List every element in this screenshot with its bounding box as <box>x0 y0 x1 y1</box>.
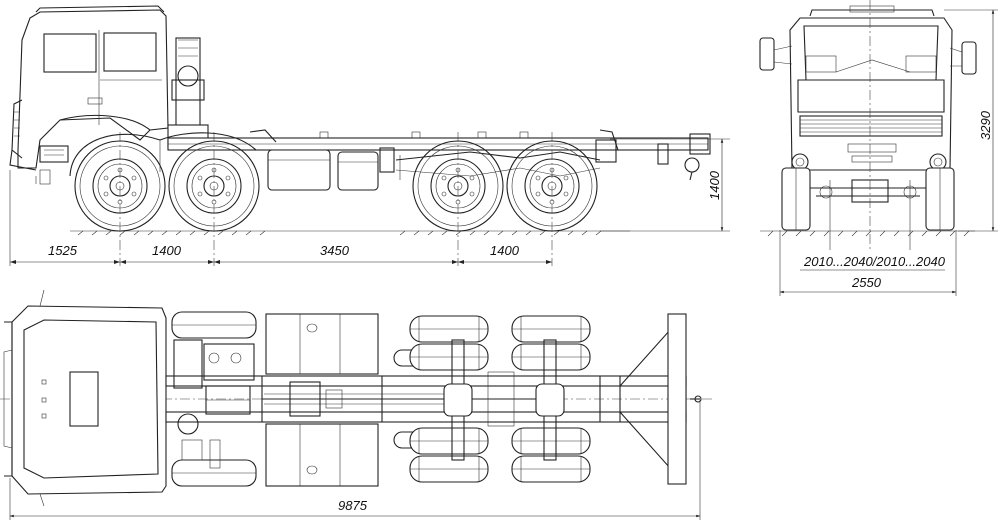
dimension-frame-height: 1400 <box>707 170 722 200</box>
cab-top <box>3 289 167 507</box>
fuel-tank <box>267 147 395 191</box>
dimension-overall-width: 2550 <box>851 275 882 290</box>
dimension-wheelbase: 3450 <box>320 243 350 258</box>
dimension-rear-axle-gap: 1400 <box>490 243 520 258</box>
top-view: 9875 <box>0 289 715 520</box>
side-view: 1525 1400 3450 1400 1400 <box>9 5 730 266</box>
chassis-frame <box>167 129 711 181</box>
dimension-front-axle-gap: 1400 <box>152 243 182 258</box>
cab <box>9 5 169 185</box>
dimension-front-overhang: 1525 <box>48 243 78 258</box>
air-intake <box>167 37 209 148</box>
ground-line <box>70 230 630 236</box>
axle-centerlines <box>9 132 553 266</box>
front-view: 2010...2040/2010...2040 2550 3290 <box>759 0 998 296</box>
right-mirror-icon <box>961 41 977 75</box>
left-mirror-icon <box>759 37 775 71</box>
frame-height-dimension <box>600 138 730 232</box>
dimension-track: 2010...2040/2010...2040 <box>803 254 946 269</box>
rear-suspension <box>395 151 601 180</box>
dimension-overall-length: 9875 <box>338 498 368 513</box>
grille <box>799 115 943 137</box>
dimension-overall-height: 3290 <box>978 110 993 140</box>
side-dimension-line <box>10 260 552 264</box>
